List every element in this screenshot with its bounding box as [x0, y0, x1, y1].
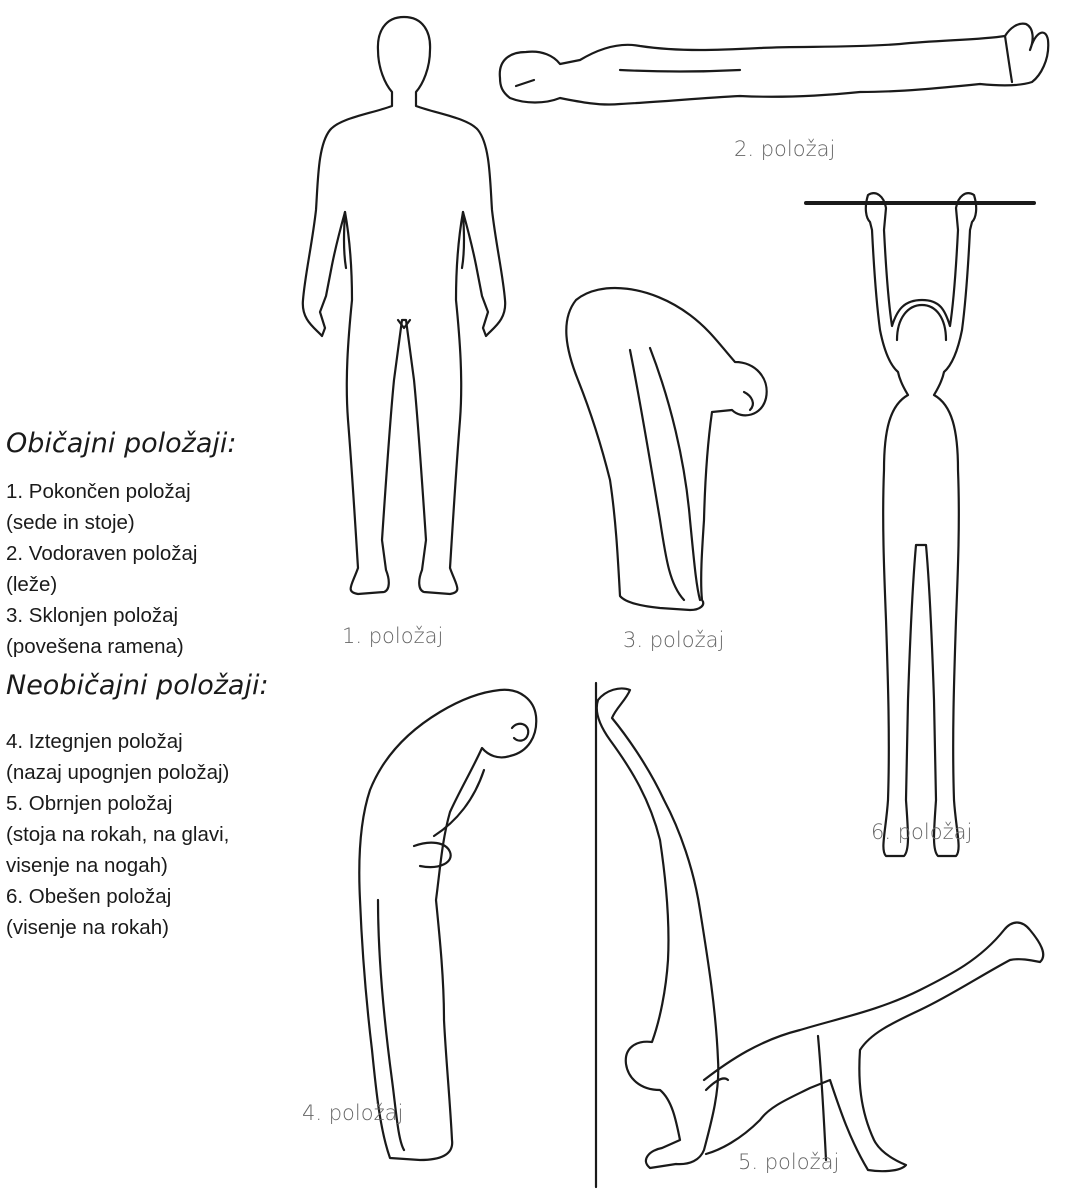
figure-upright-standing: [303, 17, 505, 594]
caption-position-3: 3. položaj: [623, 628, 724, 652]
caption-position-6: 6. položaj: [871, 820, 972, 844]
figure-bent-forward: [566, 288, 766, 610]
caption-position-5: 5. položaj: [738, 1150, 839, 1174]
figure-inverted: [597, 688, 1044, 1171]
caption-position-1: 1. položaj: [342, 624, 443, 648]
figure-hanging-bar: [806, 193, 1034, 856]
caption-position-4: 4. položaj: [302, 1101, 403, 1125]
figure-lying-horizontal: [500, 24, 1048, 105]
figure-arched-back: [359, 690, 536, 1160]
caption-position-2: 2. položaj: [734, 137, 835, 161]
